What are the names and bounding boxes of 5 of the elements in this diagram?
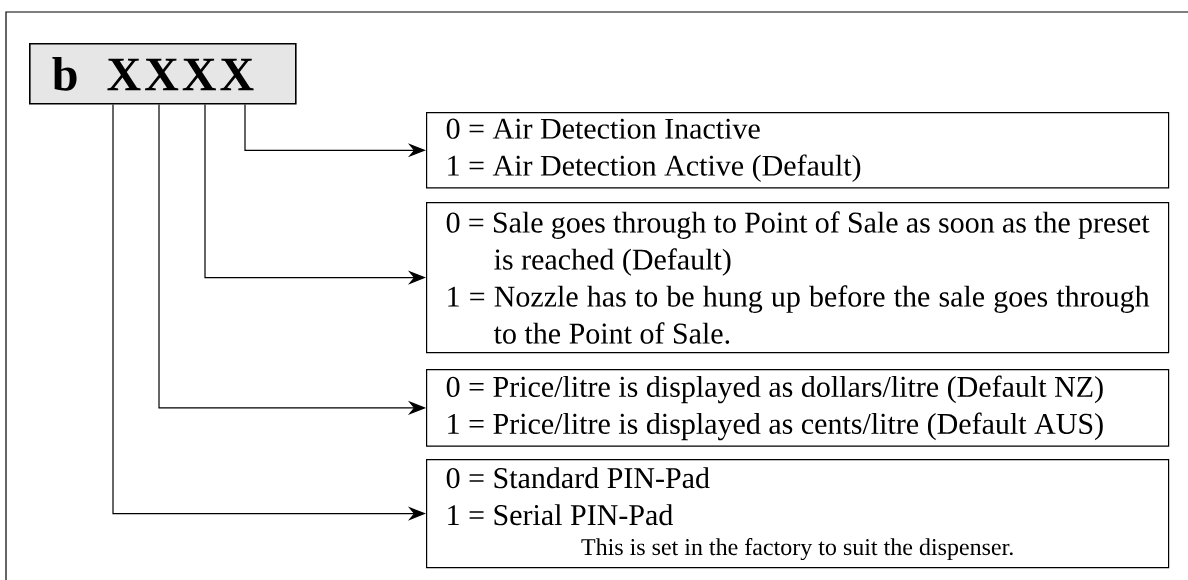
option-box: 0 = Air Detection Inactive 1 = Air Detection Active (Default) (426, 112, 1170, 189)
option-box: 0 = Standard PIN-Pad 1 = Serial PIN-Pad This is set in the factory to suit the dispenser. (426, 459, 1170, 569)
header-box: b XXXX (29, 43, 297, 105)
option-box: 0 = Sale goes through to Point of Sale as soon as the preset is reached (Default) 1 = Nozzle has to be hung up before the sale goes through to the Point of Sale. (426, 202, 1170, 354)
option-box: 0 = Price/litre is displayed as dollars/litre (Default NZ) 1 = Price/litre is displayed as cents/litre (Default AUS) (426, 369, 1170, 447)
